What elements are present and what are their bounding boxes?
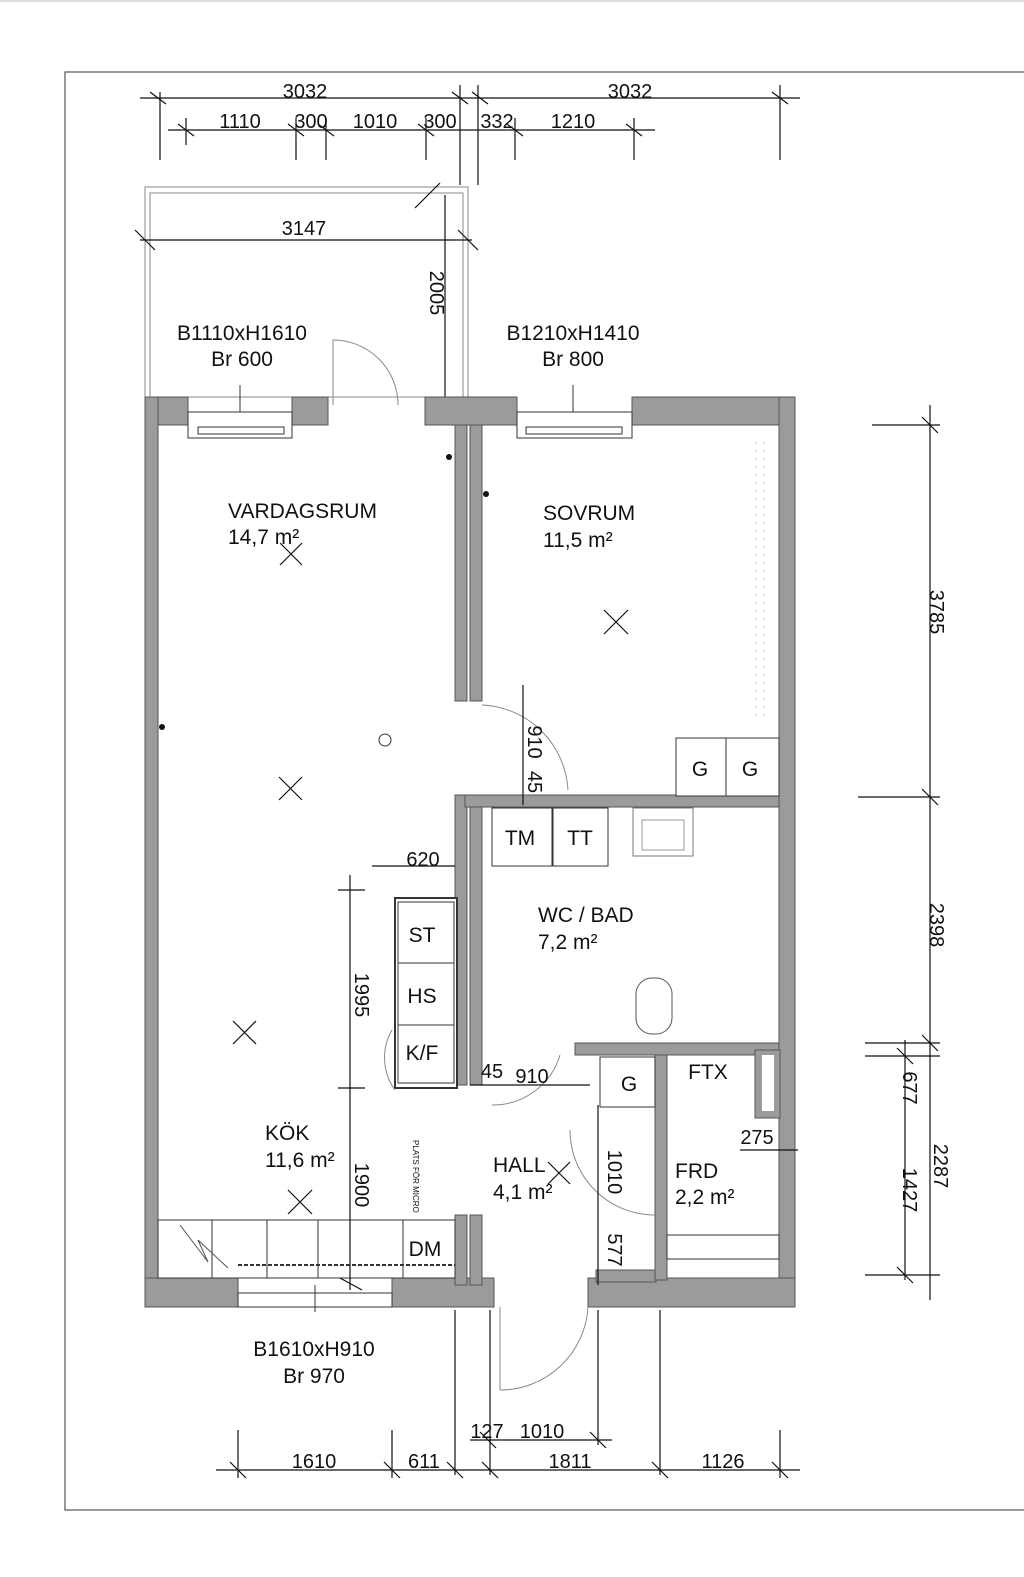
room-hall-name: HALL: [493, 1154, 546, 1177]
dim-hall-door: 1010: [603, 1150, 625, 1195]
room-hall-area: 4,1 m²: [493, 1181, 553, 1204]
dim-bath-door-offset: 45: [481, 1061, 503, 1083]
dim-bottom-part: 611: [408, 1451, 440, 1473]
room-vardagsrum-area: 14,7 m²: [228, 526, 299, 549]
room-wc-bad-area: 7,2 m²: [538, 931, 598, 954]
right-dimensions: 3785 2398 677 1427 2287: [858, 405, 951, 1300]
bottom-dimensions: 127 1010 1610 611 1811 1126: [216, 1310, 800, 1479]
micro-note: PLATS FÖR MICRO: [411, 1140, 420, 1213]
cabinet-hs-label: HS: [407, 985, 436, 1008]
dim-top-part: 1210: [551, 111, 596, 133]
dim-frd-wall: 275: [740, 1127, 773, 1149]
walls: [144, 396, 796, 1308]
stove-st-label: ST: [409, 924, 436, 947]
dryer-tt-label: TT: [567, 827, 593, 850]
dim-bottom-part: 1126: [701, 1451, 744, 1473]
window-kitchen-size: B1610xH910: [253, 1338, 374, 1361]
room-frd-name: FRD: [675, 1160, 718, 1183]
dim-right-part: 677: [898, 1071, 920, 1104]
window-living-br: Br 600: [211, 348, 273, 371]
sheet-frame: [64, 71, 1024, 1511]
dim-bottom-door-offset: 127: [470, 1421, 503, 1443]
dim-top-part: 300: [423, 111, 456, 133]
dim-door-living-bed-offset: 45: [523, 771, 545, 793]
ventilation-ftx-label: FTX: [688, 1061, 728, 1084]
dim-top-part: 332: [480, 111, 513, 133]
dim-top-part: 300: [294, 111, 327, 133]
window-bedroom-size: B1210xH1410: [506, 322, 639, 345]
window-kitchen-br: Br 970: [283, 1365, 345, 1388]
dim-top-part: 1110: [219, 111, 261, 133]
interior-dimensions: 910 45 620 1995 1900 45 910 1010 577 275: [338, 685, 798, 1291]
dim-top-part: 1010: [353, 111, 398, 133]
window-bedroom-br: Br 800: [542, 348, 604, 371]
fixtures: [157, 442, 780, 1279]
dim-hall-small: 577: [603, 1233, 625, 1266]
balcony: 3147 2005: [134, 182, 479, 406]
dim-balcony-width: 3147: [282, 218, 327, 240]
fridge-kf-label: K/F: [406, 1042, 439, 1065]
dim-right-part: 2287: [929, 1144, 951, 1189]
dim-bottom-part: 1811: [548, 1451, 591, 1473]
dim-kitchen-run: 1995: [350, 973, 372, 1018]
dim-balcony-depth: 2005: [425, 271, 447, 316]
window-living-size: B1110xH1610: [177, 322, 307, 345]
dim-right-part: 1427: [898, 1168, 920, 1213]
room-frd-area: 2,2 m²: [675, 1186, 735, 1209]
dim-bottom-door: 1010: [520, 1421, 565, 1443]
door-swings: [384, 704, 656, 1391]
hall-wardrobe-g-label: G: [621, 1073, 637, 1096]
room-sovrum-name: SOVRUM: [543, 502, 635, 525]
room-vardagsrum-name: VARDAGSRUM: [228, 500, 377, 523]
room-sovrum-area: 11,5 m²: [543, 529, 613, 552]
dim-bath-door: 910: [515, 1066, 548, 1088]
dim-top-right-total: 3032: [608, 81, 653, 103]
wardrobe-g-label: G: [742, 758, 758, 781]
room-kok-area: 11,6 m²: [265, 1149, 335, 1172]
ceiling-lights: [159, 454, 629, 1215]
washer-tm-label: TM: [505, 827, 535, 850]
room-wc-bad-name: WC / BAD: [538, 904, 634, 927]
dishwasher-dm-label: DM: [409, 1238, 442, 1261]
dim-kitchen-lower: 1900: [350, 1163, 372, 1208]
dim-bottom-part: 1610: [292, 1451, 337, 1473]
dim-top-left-total: 3032: [283, 81, 328, 103]
wardrobe-g-label: G: [692, 758, 708, 781]
dim-right-part: 2398: [925, 903, 947, 948]
room-kok-name: KÖK: [265, 1122, 309, 1145]
windows: [187, 385, 633, 1312]
top-dimensions: 3032 3032 1110 300 1010 300 332 1210: [140, 81, 800, 185]
dim-door-living-bed: 910: [523, 725, 545, 758]
dim-right-part: 3785: [925, 590, 947, 635]
dim-kitchen-wall: 620: [406, 849, 439, 871]
